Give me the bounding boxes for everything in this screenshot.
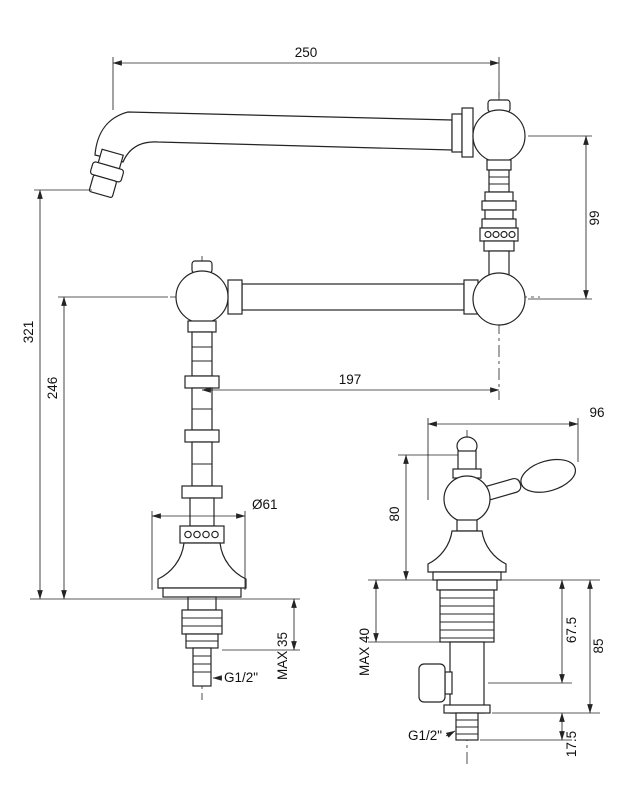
thread-callout-main: G1/2"	[212, 670, 258, 685]
dim-depth-outlet: 67.5	[488, 579, 579, 684]
ball-joint-middle	[472, 272, 526, 326]
chain-ring	[481, 200, 517, 211]
mount-nut	[181, 609, 223, 635]
knurl-dot	[492, 230, 500, 239]
ball-joint-top	[472, 109, 526, 163]
supply-pipe	[192, 647, 212, 687]
valve-rim	[432, 571, 502, 581]
valve-body	[449, 641, 485, 714]
base-bell	[157, 542, 247, 589]
dim-handle-length-label: 96	[589, 405, 604, 420]
dim-height-total: 321	[21, 189, 92, 600]
dim-reach: 250	[112, 45, 500, 110]
dim-reach-label: 250	[295, 45, 318, 60]
thread-callout-valve-label: G1/2"	[408, 728, 442, 743]
chain-neck	[488, 250, 510, 276]
knurl-dot	[184, 530, 192, 539]
side-outlet	[418, 663, 446, 703]
valve-stem	[457, 450, 477, 471]
knurl-dot	[211, 530, 219, 539]
joint-chain	[479, 159, 519, 276]
valve-ball	[443, 475, 491, 523]
outlet-connector	[444, 671, 453, 695]
dim-joint-span-label: 99	[587, 210, 602, 225]
articulated-arm	[227, 279, 479, 315]
column-ring	[184, 375, 220, 389]
knurl-dot	[508, 230, 516, 239]
column-neck	[189, 497, 215, 527]
chain-ring	[484, 191, 514, 202]
dim-depth-body: 85	[492, 579, 606, 714]
dim-max-counter-main: MAX 35	[222, 598, 300, 680]
tail-collar	[443, 704, 491, 714]
arm-end-collar-left	[227, 279, 243, 315]
lever-grip	[520, 458, 577, 493]
valve-washer	[436, 579, 498, 591]
dim-max-counter-valve-label: MAX 40	[357, 628, 372, 676]
thread-callout-valve: G1/2"	[408, 728, 456, 743]
dim-base-diameter-label: Ø61	[252, 497, 278, 512]
dim-handle-length: 96	[427, 405, 605, 500]
ball-joint-column	[175, 270, 229, 324]
dim-tail-length-label: 17.5	[564, 731, 579, 757]
arm-collar-1	[451, 113, 463, 153]
knurl-dot	[202, 530, 210, 539]
main-faucet	[88, 99, 526, 687]
knurl-dot	[193, 530, 201, 539]
thread-callout-main-label: G1/2"	[224, 670, 258, 685]
dimensions: 250 99 321 246 197 Ø61	[21, 45, 606, 757]
column-barrel	[191, 331, 213, 377]
valve-thread-stack	[439, 589, 495, 643]
dim-handle-height-label: 80	[387, 506, 402, 521]
dim-arm-length-label: 197	[339, 372, 362, 387]
dim-depth-outlet-label: 67.5	[564, 617, 579, 643]
side-valve	[418, 436, 577, 741]
valve-bell	[427, 530, 507, 573]
nozzle-tip	[88, 174, 117, 198]
dim-base-diameter: Ø61	[151, 497, 278, 590]
dim-arm-length: 197	[201, 372, 500, 393]
spout-nozzle	[88, 148, 125, 198]
dim-height-arm: 246	[45, 296, 168, 600]
column-flange	[181, 485, 223, 499]
dim-max-counter-main-label: MAX 35	[275, 632, 290, 680]
dim-handle-height: 80	[387, 454, 458, 581]
chain-ring	[481, 218, 517, 229]
knurl-dot	[484, 230, 492, 239]
chain-collar	[483, 240, 515, 252]
column-collar	[187, 320, 217, 333]
dim-max-counter-valve: MAX 40	[357, 579, 440, 676]
arm-collar-2	[461, 107, 474, 158]
knurl-dot	[500, 230, 508, 239]
column-ring	[184, 429, 220, 443]
dim-depth-body-label: 85	[591, 638, 606, 653]
dim-height-total-label: 321	[21, 321, 36, 344]
dim-joint-span: 99	[528, 135, 602, 300]
base-rim	[162, 587, 242, 598]
dim-tail-length: 17.5	[480, 712, 579, 757]
arm-tube	[241, 283, 465, 311]
dim-height-arm-label: 246	[45, 377, 60, 400]
valve-neck	[456, 519, 478, 532]
chain-barrel	[488, 169, 510, 193]
chain-ring	[484, 209, 514, 220]
chain-collar	[486, 159, 512, 171]
spout-arm	[94, 111, 453, 163]
riser-column	[157, 320, 247, 687]
